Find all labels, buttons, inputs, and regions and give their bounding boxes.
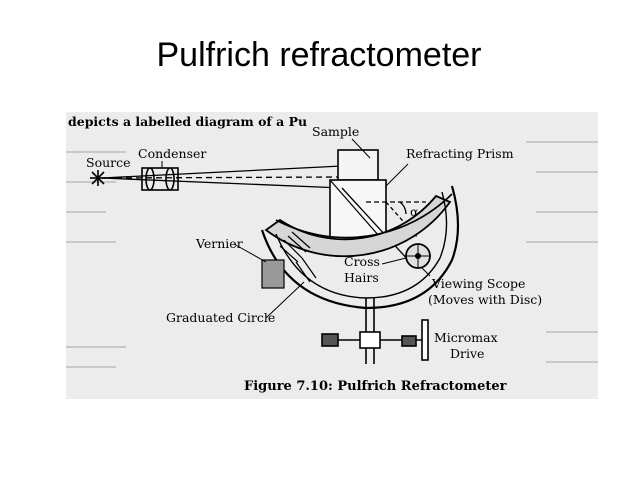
condenser: [141, 167, 179, 191]
figure-caption: Figure 7.10: Pulfrich Refractometer: [244, 379, 507, 394]
graduated-circle-rim: [275, 193, 453, 239]
condenser-label: Condenser: [138, 146, 206, 161]
sample-label: Sample: [312, 124, 359, 139]
micromax-label: Micromax: [434, 330, 498, 345]
micromax-drive: [321, 319, 429, 361]
top-cutoff-text: depicts a labelled diagram of a Pu: [68, 114, 307, 129]
graduated-circle-disc: [264, 194, 452, 258]
refracting-prism-label: Refracting Prism: [406, 146, 514, 161]
sample-block: [337, 149, 379, 181]
graduated-circle-label: Graduated Circle: [166, 310, 275, 325]
source-label: Source: [86, 155, 131, 170]
vernier-label: Vernier: [195, 236, 243, 251]
alpha-label: α: [410, 204, 419, 219]
slide-title: Pulfrich refractometer: [156, 36, 482, 74]
cross-hairs-leader: [381, 257, 407, 265]
disc-outline: [260, 185, 460, 310]
light-beam: [101, 165, 343, 189]
prism-leader: [385, 163, 409, 187]
cross-label: Cross: [344, 254, 380, 269]
refracted-ray: [341, 187, 426, 263]
refractometer-diagram: depicts a labelled diagram of a Pu Sourc…: [66, 114, 598, 394]
graduated-circle-leader: [265, 281, 305, 319]
vernier-leader: [233, 243, 267, 263]
hairs-label: Hairs: [344, 270, 379, 285]
source-star: [90, 170, 106, 186]
vernier-scale: [261, 231, 317, 289]
moves-with-disc-label: (Moves with Disc): [428, 292, 542, 307]
viewing-scope-leader: [421, 267, 431, 277]
viewing-scope-label: Viewing Scope: [431, 276, 525, 291]
background-texture: [66, 141, 598, 368]
viewing-scope: [405, 243, 431, 269]
sample-leader: [351, 138, 371, 159]
drive-label: Drive: [450, 346, 484, 361]
figure-image: depicts a labelled diagram of a Pu Sourc…: [66, 112, 598, 399]
refracting-prism: [329, 179, 387, 245]
support-post: [365, 298, 375, 364]
